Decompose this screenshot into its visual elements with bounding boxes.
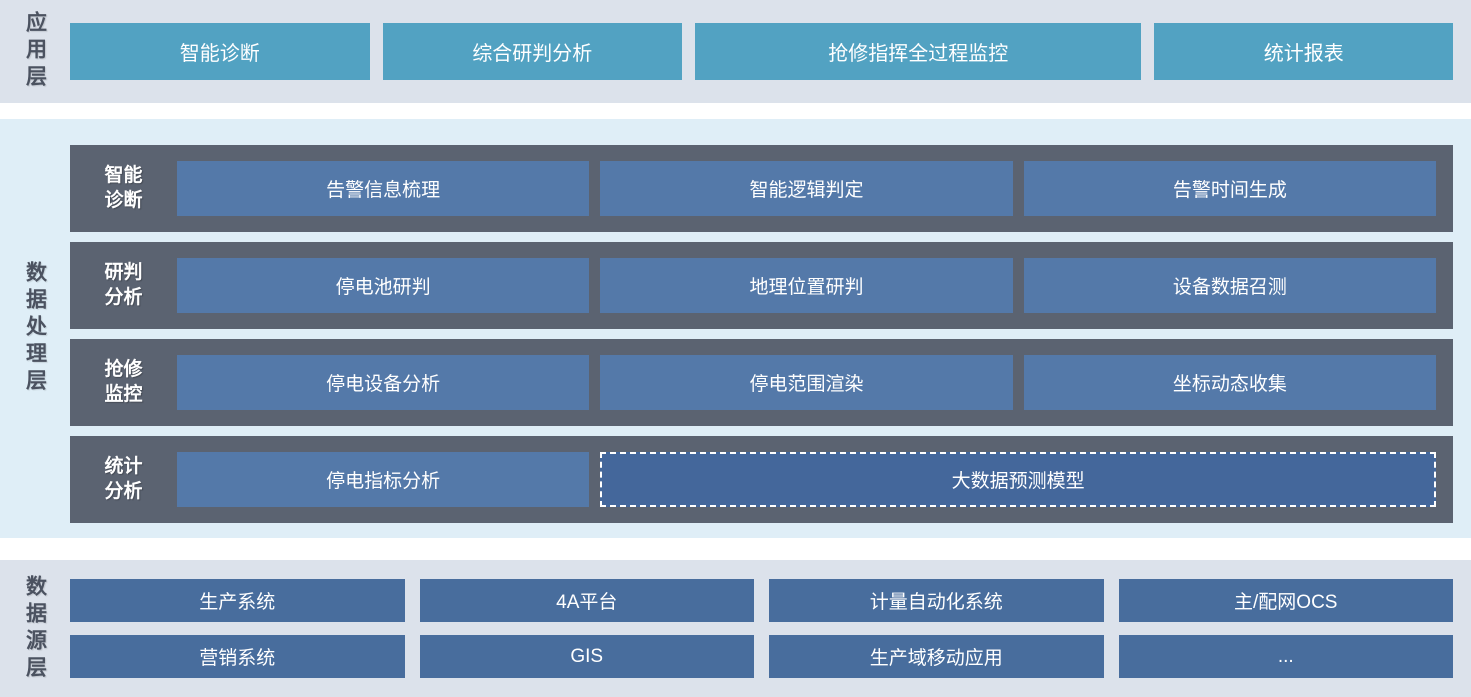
source-block-marketing-system: 营销系统 — [70, 635, 405, 678]
data-source-layer-band: 数据源层 生产系统 4A平台 计量自动化系统 主/配网OCS 营销系统 GIS … — [0, 560, 1471, 697]
band-gap — [0, 103, 1471, 119]
data-processing-rows: 智能 诊断 告警信息梳理 智能逻辑判定 告警时间生成 研判 分析 停电池研判 地… — [70, 119, 1453, 538]
processing-block-bigdata-prediction-model: 大数据预测模型 — [600, 452, 1436, 507]
processing-row-intelligent-diagnosis: 智能 诊断 告警信息梳理 智能逻辑判定 告警时间生成 — [70, 145, 1453, 232]
processing-row-analysis: 研判 分析 停电池研判 地理位置研判 设备数据召测 — [70, 242, 1453, 329]
source-block-metering-automation-system: 计量自动化系统 — [769, 579, 1104, 622]
source-block-gis: GIS — [419, 635, 754, 678]
processing-row-items: 停电池研判 地理位置研判 设备数据召测 — [177, 258, 1436, 313]
application-layer-label: 应用层 — [23, 11, 47, 92]
processing-block-geo-location-analysis: 地理位置研判 — [600, 258, 1013, 313]
processing-block-intelligent-logic-judgement: 智能逻辑判定 — [600, 161, 1013, 216]
processing-block-alarm-time-generation: 告警时间生成 — [1023, 161, 1436, 216]
source-block-main-distribution-ocs: 主/配网OCS — [1118, 579, 1453, 622]
processing-row-items: 停电指标分析 大数据预测模型 — [177, 452, 1436, 507]
source-block-4a-platform: 4A平台 — [419, 579, 754, 622]
source-block-production-system: 生产系统 — [70, 579, 405, 622]
data-source-layer-label-col: 数据源层 — [0, 560, 70, 697]
data-source-layer-label: 数据源层 — [23, 574, 47, 683]
processing-row-label: 研判 分析 — [104, 261, 143, 308]
processing-block-alarm-info-sorting: 告警信息梳理 — [177, 161, 590, 216]
processing-block-outage-range-rendering: 停电范围渲染 — [600, 355, 1013, 410]
app-block-comprehensive-analysis: 综合研判分析 — [382, 23, 683, 80]
processing-block-outage-device-analysis: 停电设备分析 — [177, 355, 590, 410]
processing-row-items: 告警信息梳理 智能逻辑判定 告警时间生成 — [177, 161, 1436, 216]
processing-row-label: 统计 分析 — [104, 455, 143, 502]
processing-row-repair-monitoring: 抢修 监控 停电设备分析 停电范围渲染 坐标动态收集 — [70, 339, 1453, 426]
processing-block-device-data-retrieval: 设备数据召测 — [1023, 258, 1436, 313]
data-processing-layer-band: 数据处理层 智能 诊断 告警信息梳理 智能逻辑判定 告警时间生成 研判 分析 停… — [0, 119, 1471, 538]
processing-row-items: 停电设备分析 停电范围渲染 坐标动态收集 — [177, 355, 1436, 410]
app-block-repair-command-monitoring: 抢修指挥全过程监控 — [695, 23, 1142, 80]
app-block-intelligent-diagnosis: 智能诊断 — [70, 23, 370, 80]
data-processing-layer-label: 数据处理层 — [23, 261, 47, 396]
app-block-statistical-reports: 统计报表 — [1154, 23, 1453, 80]
processing-row-label: 智能 诊断 — [104, 164, 143, 211]
source-block-ellipsis: ... — [1118, 635, 1453, 678]
application-layer-band: 应用层 智能诊断 综合研判分析 抢修指挥全过程监控 统计报表 — [0, 0, 1471, 103]
processing-block-coordinate-dynamic-collection: 坐标动态收集 — [1023, 355, 1436, 410]
processing-block-outage-indicator-analysis: 停电指标分析 — [177, 452, 590, 507]
band-gap — [0, 538, 1471, 560]
source-block-production-mobile-app: 生产域移动应用 — [769, 635, 1104, 678]
data-source-blocks: 生产系统 4A平台 计量自动化系统 主/配网OCS 营销系统 GIS 生产域移动… — [70, 560, 1453, 697]
processing-row-statistical-analysis: 统计 分析 停电指标分析 大数据预测模型 — [70, 436, 1453, 523]
data-processing-layer-label-col: 数据处理层 — [0, 119, 70, 538]
processing-row-label: 抢修 监控 — [104, 358, 143, 405]
application-layer-label-col: 应用层 — [0, 0, 70, 103]
processing-block-outage-analysis: 停电池研判 — [177, 258, 590, 313]
application-layer-blocks: 智能诊断 综合研判分析 抢修指挥全过程监控 统计报表 — [70, 0, 1453, 103]
